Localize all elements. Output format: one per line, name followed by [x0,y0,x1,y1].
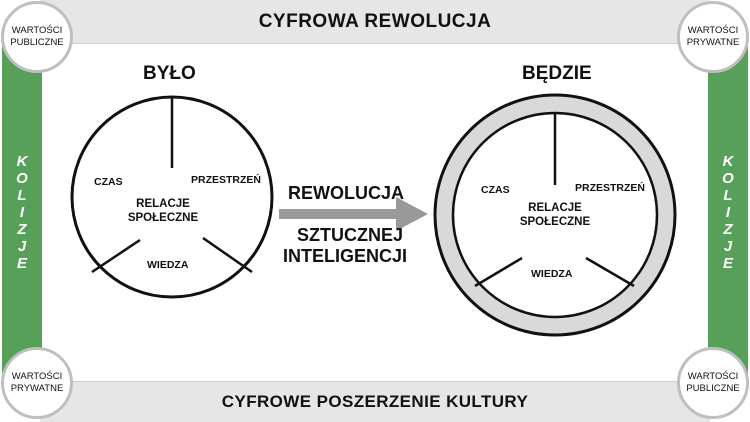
left-divider-bottom-right [202,236,253,274]
side-label-letter: J [17,238,27,255]
left-side-bar [2,43,42,382]
corner-bottom-right: WARTOŚCI PUBLICZNE [677,347,749,419]
left-segment-space: PRZESTRZEŃ [191,174,262,186]
arrow-label-line2: SZTUCZNEJ [297,225,404,245]
right-heading: BĘDZIE [522,63,592,84]
side-label-letter: E [16,255,27,272]
side-label-letter: L [723,187,733,204]
side-label-letter: Z [723,221,733,238]
bottom-title-band: CYFROWE POSZERZENIE KULTURY [40,381,710,422]
bottom-title: CYFROWE POSZERZENIE KULTURY [221,392,529,411]
side-label-letter: O [722,170,734,187]
left-segment-time: CZAS [94,176,123,188]
side-label-letter: I [725,204,731,221]
corner-top-right-label: WARTOŚCI PRYWATNE [686,25,740,48]
right-segment-space: PRZESTRZEŃ [575,182,646,194]
side-label-letter: Z [17,221,27,238]
left-heading: BYŁO [143,63,196,84]
right-side-bar [708,43,748,382]
side-label-letter: L [17,187,27,204]
right-segment-time: CZAS [481,184,510,196]
right-center-label: RELACJE SPOŁECZNE [519,202,591,228]
corner-top-left-label: WARTOŚCI PUBLICZNE [10,25,64,48]
side-label-letter: E [722,255,733,272]
corner-bottom-left: WARTOŚCI PRYWATNE [1,347,73,419]
left-divider-bottom-left [91,238,141,274]
right-divider-bottom-right [585,256,635,288]
side-label-letter: I [19,204,25,221]
left-segment-knowledge: WIEDZA [147,259,189,271]
right-segment-knowledge: WIEDZA [531,268,573,280]
corner-top-left: WARTOŚCI PUBLICZNE [1,1,73,73]
left-center-label: RELACJE SPOŁECZNE [127,198,199,224]
right-arrow-icon [279,197,428,231]
side-label-letter: O [16,170,28,187]
top-title-band: CYFROWA REWOLUCJA [40,0,710,44]
arrow-label-line3: INTELIGENCJI [283,246,408,266]
arrow-label-line1: REWOLUCJA [288,183,404,203]
right-divider-bottom-left [474,256,523,288]
side-label-letter: K [722,153,734,170]
corner-bottom-right-label: WARTOŚCI PUBLICZNE [686,371,740,394]
side-label-letter: J [723,238,733,255]
top-title: CYFROWA REWOLUCJA [258,10,492,32]
corner-bottom-left-label: WARTOŚCI PRYWATNE [10,371,64,394]
side-label-letter: K [16,153,28,170]
corner-top-right: WARTOŚCI PRYWATNE [677,1,749,73]
